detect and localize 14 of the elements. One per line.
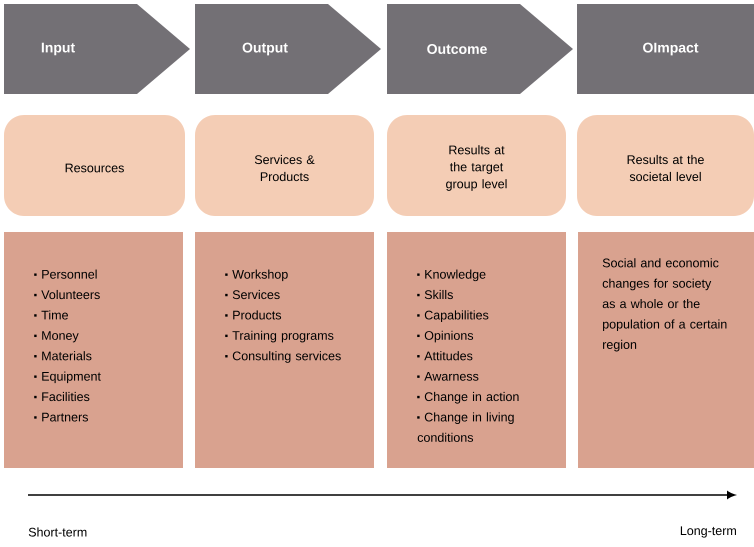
bullet-list-box: Knowledge Skills Capabilities Opinions Attitudes Awarness Change in action Change in living conditions bbox=[387, 232, 566, 468]
bullet-list-box: Workshop Services Products Training programs Consulting services bbox=[195, 232, 374, 468]
axis-label: Long-term bbox=[680, 526, 736, 538]
category-box: Results at the target group level bbox=[387, 115, 566, 216]
category-box: Services & Products bbox=[195, 115, 374, 216]
stage-banner: Output bbox=[195, 4, 381, 94]
bullet-list-box: Personnel Volunteers Time Money Materials Equipment Facilities Partners bbox=[4, 232, 183, 468]
stage-banner: Outcome bbox=[387, 4, 573, 94]
axis-label: Short-term bbox=[28, 527, 86, 537]
stage-banner: Input bbox=[4, 4, 190, 94]
description-box: Social and economic changes for society as a whole or the population of a certain region bbox=[578, 232, 754, 468]
category-box: Resources bbox=[4, 115, 185, 216]
category-box: Results at the societal level bbox=[577, 115, 754, 216]
stage-banner: OImpact bbox=[577, 4, 754, 94]
